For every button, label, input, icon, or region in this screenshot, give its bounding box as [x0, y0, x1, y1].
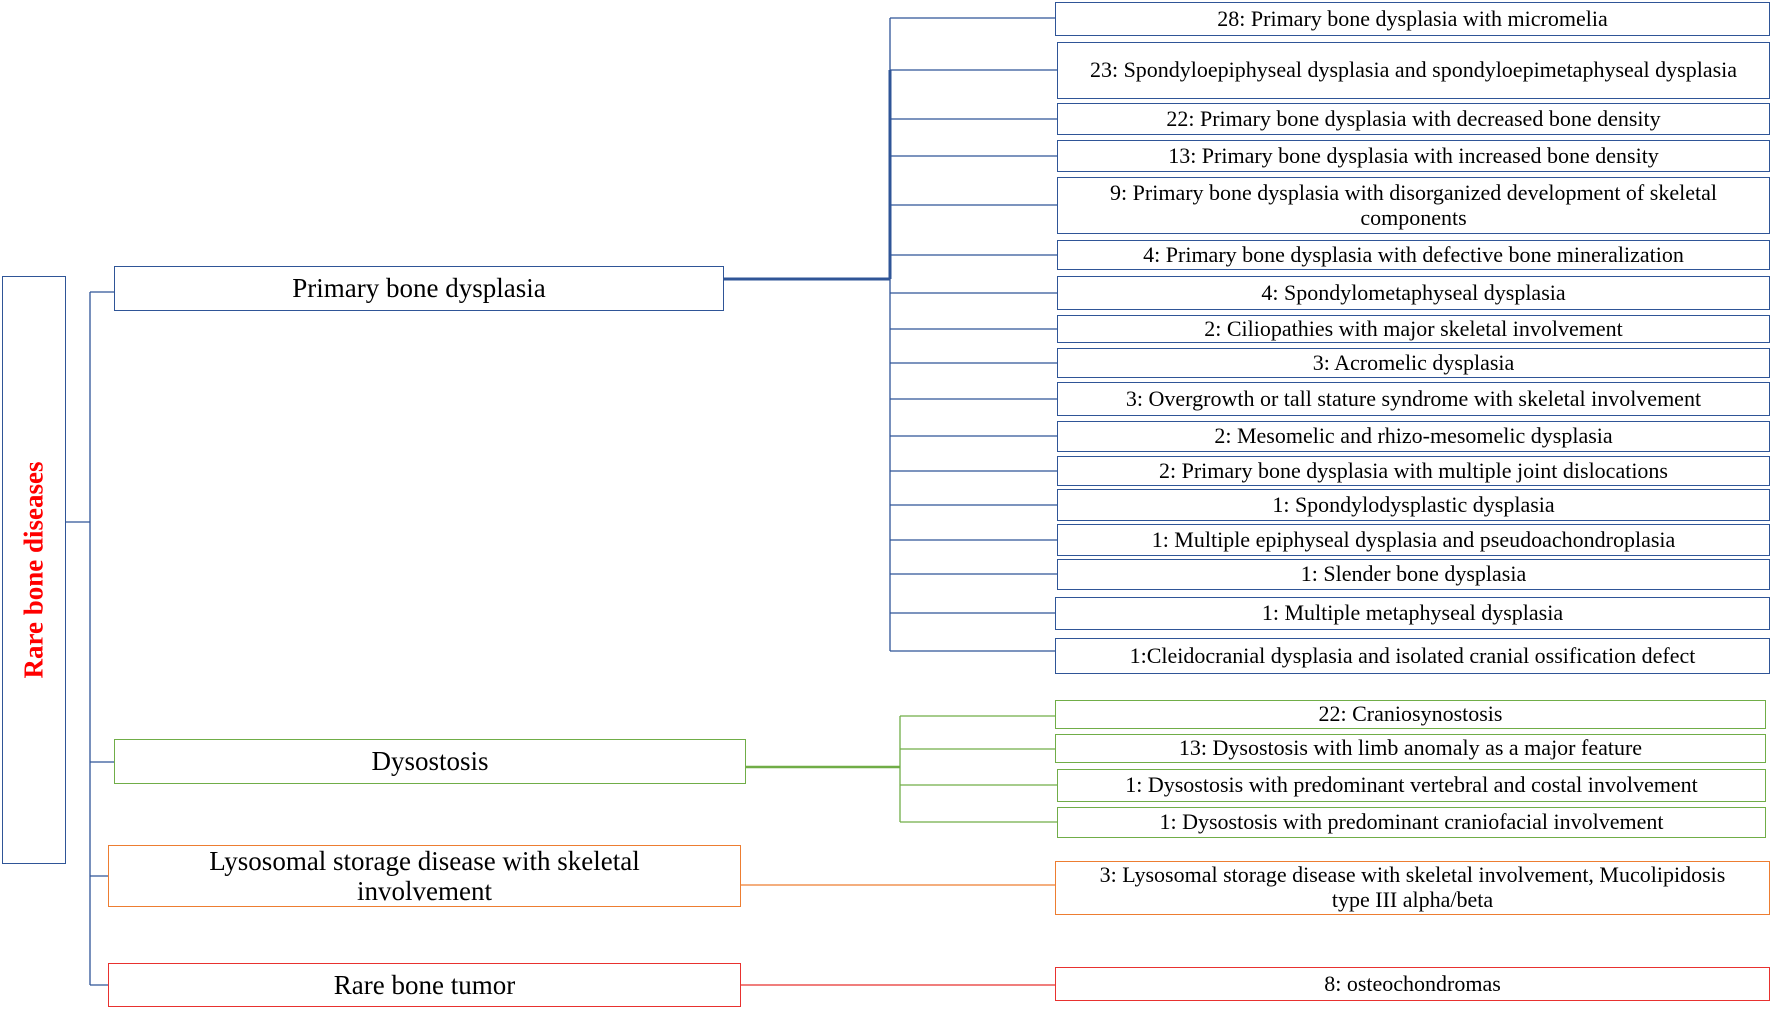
category-lysosomal-storage: Lysosomal storage disease with skeletal …	[108, 845, 741, 907]
leaf-tumor-1: 8: osteochondromas	[1055, 967, 1770, 1001]
category-primary-bone-dysplasia: Primary bone dysplasia	[114, 266, 724, 311]
leaf-primary-2: 23: Spondyloepiphyseal dysplasia and spo…	[1057, 42, 1770, 99]
leaf-primary-9: 3: Acromelic dysplasia	[1057, 348, 1770, 378]
leaf-primary-3: 22: Primary bone dysplasia with decrease…	[1057, 103, 1770, 135]
leaf-dysostosis-1: 22: Craniosynostosis	[1055, 700, 1766, 729]
root-node-label: Rare bone diseases	[18, 461, 49, 679]
leaf-primary-12: 2: Primary bone dysplasia with multiple …	[1057, 456, 1770, 486]
leaf-primary-4: 13: Primary bone dysplasia with increase…	[1057, 140, 1770, 172]
leaf-primary-16: 1: Multiple metaphyseal dysplasia	[1055, 597, 1770, 630]
leaf-primary-14: 1: Multiple epiphyseal dysplasia and pse…	[1057, 524, 1770, 556]
leaf-primary-11: 2: Mesomelic and rhizo-mesomelic dysplas…	[1057, 421, 1770, 452]
category-dysostosis: Dysostosis	[114, 739, 746, 784]
leaf-dysostosis-2: 13: Dysostosis with limb anomaly as a ma…	[1055, 734, 1766, 763]
leaf-primary-10: 3: Overgrowth or tall stature syndrome w…	[1057, 382, 1770, 416]
leaf-lysosomal-1: 3: Lysosomal storage disease with skelet…	[1055, 861, 1770, 915]
leaf-primary-7: 4: Spondylometaphyseal dysplasia	[1057, 276, 1770, 310]
leaf-primary-8: 2: Ciliopathies with major skeletal invo…	[1057, 315, 1770, 343]
leaf-primary-6: 4: Primary bone dysplasia with defective…	[1057, 240, 1770, 270]
leaf-primary-1: 28: Primary bone dysplasia with micromel…	[1055, 2, 1770, 36]
root-node-box	[2, 276, 66, 864]
leaf-dysostosis-4: 1: Dysostosis with predominant craniofac…	[1057, 807, 1766, 838]
category-rare-bone-tumor: Rare bone tumor	[108, 963, 741, 1007]
leaf-primary-5: 9: Primary bone dysplasia with disorgani…	[1057, 177, 1770, 234]
leaf-primary-17: 1:Cleidocranial dysplasia and isolated c…	[1055, 638, 1770, 674]
leaf-dysostosis-3: 1: Dysostosis with predominant vertebral…	[1057, 769, 1766, 802]
leaf-primary-13: 1: Spondylodysplastic dysplasia	[1057, 489, 1770, 521]
leaf-primary-15: 1: Slender bone dysplasia	[1057, 559, 1770, 590]
